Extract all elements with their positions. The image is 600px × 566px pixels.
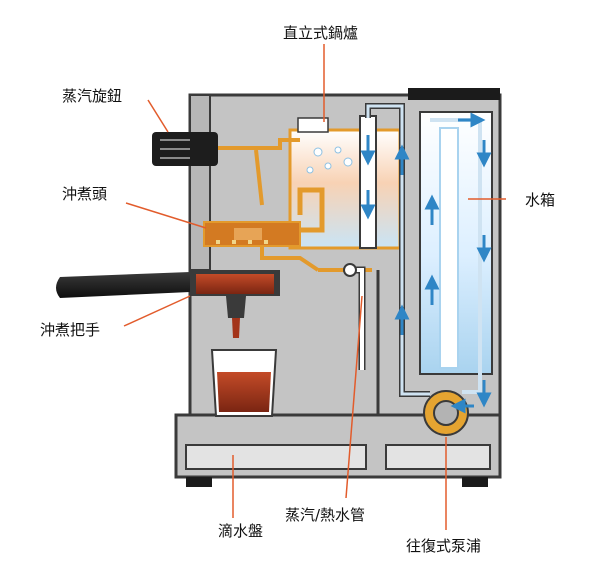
brew-head-graphic xyxy=(203,221,301,247)
water-tank-label: 水箱 xyxy=(525,191,556,209)
steam-knob-graphic xyxy=(152,132,218,166)
portafilter-label: 沖煮把手 xyxy=(40,321,101,339)
steam-knob-label: 蒸汽旋鈕 xyxy=(62,87,123,105)
brew-head-label: 沖煮頭 xyxy=(62,185,108,203)
drip-tray-label: 滴水盤 xyxy=(218,522,264,540)
flow-arrows xyxy=(360,112,492,414)
leader-lines xyxy=(123,44,506,530)
steam-wand-graphic xyxy=(343,263,366,370)
boiler-label: 直立式鍋爐 xyxy=(283,24,359,42)
pump-label: 往復式泵浦 xyxy=(406,537,482,555)
pump-graphic xyxy=(423,390,469,436)
portafilter-graphic xyxy=(56,270,280,338)
boiler-graphic xyxy=(288,115,402,250)
steam-pipe-label: 蒸汽/熱水管 xyxy=(285,506,366,524)
coffee-cup-graphic xyxy=(210,349,278,417)
